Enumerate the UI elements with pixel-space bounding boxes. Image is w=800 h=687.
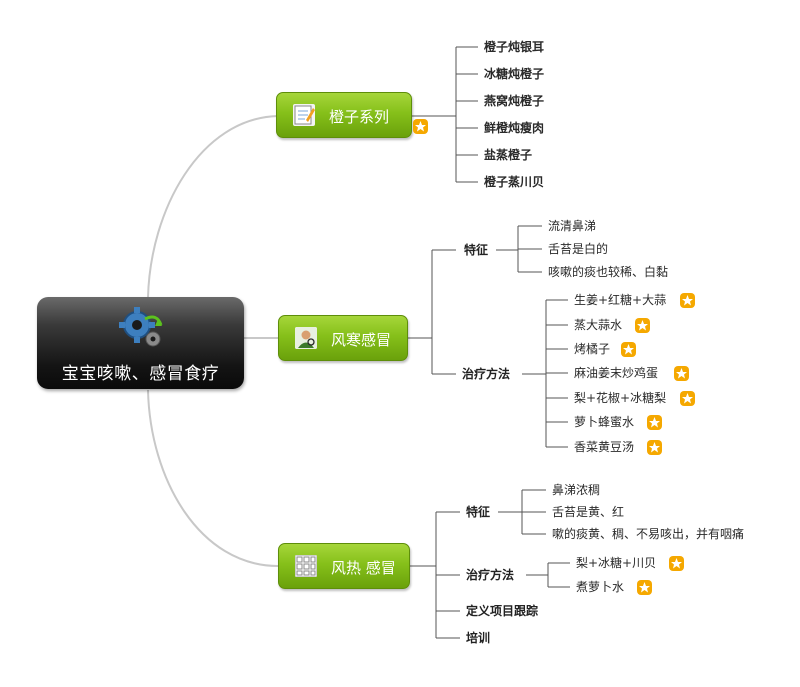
main-connectors (147, 115, 279, 567)
notepad-icon (293, 104, 315, 126)
branch-orange-label: 橙子系列 (329, 108, 390, 126)
cold-feature-item[interactable]: 流清鼻涕 (548, 219, 597, 233)
central-topic[interactable]: 宝宝咳嗽、感冒食疗 (37, 297, 244, 389)
star-icon (621, 342, 636, 357)
cold-treatment-item[interactable]: 生姜+红糖+大蒜 (574, 293, 667, 307)
branch-orange-series[interactable]: 橙子系列 (276, 92, 412, 138)
cold-treatment-label[interactable]: 治疗方法 (462, 367, 511, 381)
cold-treatment-item[interactable]: 麻油姜末炒鸡蛋 (574, 366, 659, 380)
orange-item[interactable]: 燕窝炖橙子 (484, 94, 545, 108)
heat-treatment-item[interactable]: 煮萝卜水 (576, 580, 625, 594)
cold-treatment-item[interactable]: 萝卜蜂蜜水 (574, 415, 635, 429)
cold-treatment-item[interactable]: 梨+花椒+冰糖梨 (574, 391, 667, 405)
star-icon (674, 366, 689, 381)
branch-heat-label: 风热 感冒 (331, 559, 396, 577)
cold-treatment-item[interactable]: 蒸大蒜水 (574, 318, 623, 332)
heat-feature-item[interactable]: 鼻涕浓稠 (552, 483, 601, 497)
grid-icon (295, 555, 317, 577)
heat-treatment-label[interactable]: 治疗方法 (466, 568, 515, 582)
heat-tracking-label[interactable]: 定义项目跟踪 (466, 604, 539, 618)
person-icon (295, 327, 317, 349)
heat-treatment-item[interactable]: 梨+冰糖+川贝 (576, 556, 657, 570)
gear-icon (119, 307, 163, 347)
star-icon (680, 293, 695, 308)
star-icon (413, 119, 428, 134)
branch-wind-heat[interactable]: 风热 感冒 (278, 543, 410, 589)
cold-features-label[interactable]: 特征 (464, 243, 489, 257)
orange-item[interactable]: 盐蒸橙子 (484, 148, 533, 162)
branch-wind-cold[interactable]: 风寒感冒 (278, 315, 408, 361)
connector-orange (147, 115, 279, 299)
central-title: 宝宝咳嗽、感冒食疗 (61, 364, 220, 384)
star-icon (669, 556, 684, 571)
star-icon (680, 391, 695, 406)
heat-feature-item[interactable]: 嗽的痰黄、稠、不易咳出，并有咽痛 (552, 527, 745, 541)
star-icon (635, 318, 650, 333)
star-icon (637, 580, 652, 595)
heat-features-label[interactable]: 特征 (466, 505, 491, 519)
cold-treatment-item[interactable]: 烤橘子 (574, 342, 611, 356)
orange-item[interactable]: 鲜橙炖瘦肉 (484, 121, 545, 135)
star-icon (647, 415, 662, 430)
star-icon (647, 440, 662, 455)
cold-feature-item[interactable]: 舌苔是白的 (548, 242, 609, 256)
sub-connectors (408, 46, 570, 639)
cold-feature-item[interactable]: 咳嗽的痰也较稀、白黏 (548, 265, 669, 279)
heat-feature-item[interactable]: 舌苔是黄、红 (552, 505, 625, 519)
orange-item[interactable]: 橙子炖银耳 (484, 40, 545, 54)
heat-training-label[interactable]: 培训 (466, 631, 491, 645)
orange-item[interactable]: 橙子蒸川贝 (484, 175, 545, 189)
cold-treatment-item[interactable]: 香菜黄豆汤 (574, 440, 635, 454)
orange-item[interactable]: 冰糖炖橙子 (484, 67, 545, 81)
connector-heat (147, 389, 279, 567)
branch-cold-label: 风寒感冒 (331, 331, 392, 349)
